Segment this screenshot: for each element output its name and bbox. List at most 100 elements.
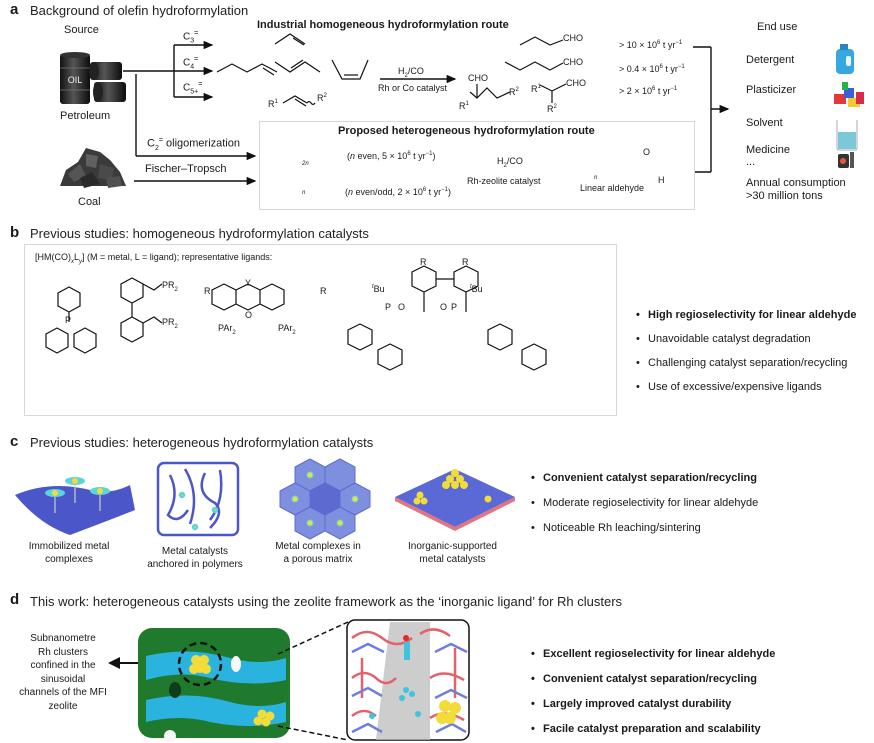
volume-2: > 0.4 × 106 t yr−1: [619, 64, 685, 74]
end-use-ellipsis: ...: [746, 156, 756, 168]
bisbi-pr2-bottom: PR2: [162, 317, 178, 330]
highlight-circle: [177, 641, 223, 687]
xantphos-par2-right: PAr2: [278, 323, 296, 336]
branched-2-r2: R2: [547, 104, 557, 114]
butanal-structure: [519, 36, 564, 46]
feed-label-c4: C4=: [183, 56, 199, 71]
feed2-note: (n even/odd, 2 × 106 t yr−1): [345, 187, 452, 197]
branched-aldehyde-2-structure: [539, 83, 567, 103]
feed1-note: (n even, 5 × 106 t yr−1): [347, 151, 436, 161]
volume-1: > 10 × 106 t yr−1: [619, 40, 683, 50]
panel-d-bullet: Facile catalyst preparation and scalabil…: [531, 717, 775, 742]
industrial-route-title: Industrial homogeneous hydroformylation …: [257, 19, 509, 31]
biphephos-r-right: R: [462, 257, 469, 267]
medicine-bottle-icon: [838, 152, 854, 168]
propene-structure: [274, 33, 306, 46]
catalyst-formula: [HM(CO)xLy] (M = metal, L = ligand); rep…: [35, 252, 273, 265]
beaker-icon: [836, 120, 858, 151]
product-subscript: n: [594, 175, 598, 181]
oil-label: OIL: [68, 75, 83, 85]
panel-b-letter: b: [10, 224, 20, 241]
heterogeneous-catalyst-illustrations: [15, 458, 515, 540]
supported-cluster-lattice-icon: [395, 469, 515, 531]
bisbi-ligand-structure: [120, 277, 163, 343]
panel-d-title: This work: heterogeneous catalysts using…: [30, 594, 623, 609]
coal-pile-icon: [60, 148, 126, 188]
triphenylphosphine-structure: [45, 286, 97, 354]
pentanal-cho: CHO: [563, 57, 583, 67]
olefin-r2: R2: [317, 93, 327, 103]
olefin-r1: R1: [268, 99, 278, 109]
ligand-structures: [45, 265, 547, 371]
fischer-tropsch-label: Fischer–Tropsch: [145, 163, 227, 175]
xantphos-r-left: R: [204, 286, 211, 296]
proposed-route-title: Proposed heterogeneous hydroformylation …: [338, 125, 595, 137]
mfi-zeolite-block: [138, 628, 290, 742]
panel-b-bullet: Unavoidable catalyst degradation: [636, 327, 856, 351]
aldehyde-hydrogen: H: [658, 175, 665, 185]
panel-b-title: Previous studies: homogeneous hydroformy…: [30, 226, 369, 241]
2-butene-cis-structure: [331, 59, 369, 80]
biphephos-o1: O: [398, 302, 406, 312]
branched-r2: R2: [509, 87, 519, 97]
biphephos-ligand-structure: [347, 265, 547, 371]
proposed-route-box: [259, 121, 695, 210]
linear-aldehyde-label: Linear aldehyde: [580, 183, 645, 193]
feed1-subscript: 2n: [302, 161, 309, 167]
panel-a-title: Background of olefin hydroformylation: [30, 3, 249, 18]
aldehyde-oxygen: O: [643, 147, 651, 157]
biphephos-p-right: P: [451, 302, 458, 312]
oil-barrels-icon: OIL: [60, 52, 126, 104]
xantphos-o: O: [245, 310, 253, 320]
panel-c-title: Previous studies: heterogeneous hydrofor…: [30, 435, 374, 450]
porous-honeycomb-icon: [279, 458, 371, 540]
end-use-icons: [834, 44, 864, 168]
feed2-subscript: n: [302, 190, 306, 196]
end-use-medicine: Medicine: [746, 144, 791, 156]
butanal-cho: CHO: [563, 33, 583, 43]
pentanal-structure: [504, 61, 564, 71]
panel-b-bullet: Challenging catalyst separation/recyclin…: [636, 351, 856, 375]
oligomerization-label: C2= oligomerization: [147, 137, 240, 152]
branched-cho-label: CHO: [468, 73, 488, 83]
polymer-cage-icon: [156, 461, 240, 537]
source-label: Source: [64, 24, 99, 36]
2-butene-trans-structure: [274, 59, 321, 73]
1-butene-structure: [216, 63, 278, 76]
panel-b-bullet: High regioselectivity for linear aldehyd…: [636, 303, 856, 327]
end-use-solvent: Solvent: [746, 117, 783, 129]
biphephos-p-left: P: [385, 302, 392, 312]
panel-b-bullet: Use of excessive/expensive ligands: [636, 375, 856, 399]
panel-d-bullets: Excellent regioselectivity for linear al…: [531, 642, 775, 742]
xantphos-r-right: R: [320, 286, 327, 296]
biphephos-o2: O: [440, 302, 448, 312]
pph3-p-label: P: [65, 315, 72, 325]
plastic-blocks-icon: [834, 82, 864, 107]
proposed-catalyst: Rh-zeolite catalyst: [467, 176, 541, 186]
end-use-plasticizer: Plasticizer: [746, 84, 797, 96]
feed-label-c5plus: C5+=: [183, 81, 203, 96]
panel-d-bullet: Largely improved catalyst durability: [531, 692, 775, 717]
branched-r1: R1: [459, 101, 469, 111]
branched-2-r1: R1: [531, 84, 541, 94]
panel-d-letter: d: [10, 591, 20, 608]
panel-b-bullets: High regioselectivity for linear aldehyd…: [636, 303, 856, 399]
branched-aldehyde-structure: [469, 84, 511, 99]
annual-consumption-line1: Annual consumption: [746, 177, 846, 189]
framework-closeup: [346, 619, 470, 741]
panel-c-letter: c: [10, 433, 19, 450]
panel-d-bullet: Excellent regioselectivity for linear al…: [531, 642, 775, 667]
feed-label-c3: C3=: [183, 30, 199, 45]
panel-c-bullets: Convenient catalyst separation/recycling…: [531, 466, 758, 541]
panel-d-bullet: Convenient catalyst separation/recycling: [531, 667, 775, 692]
source-petroleum-label: Petroleum: [60, 110, 111, 122]
branched-2-cho: CHO: [566, 78, 586, 88]
end-use-title: End use: [757, 21, 798, 33]
internal-olefin-structure: [282, 95, 316, 107]
volume-3: > 2 × 106 t yr−1: [619, 86, 678, 96]
ligands-box: [24, 244, 617, 416]
